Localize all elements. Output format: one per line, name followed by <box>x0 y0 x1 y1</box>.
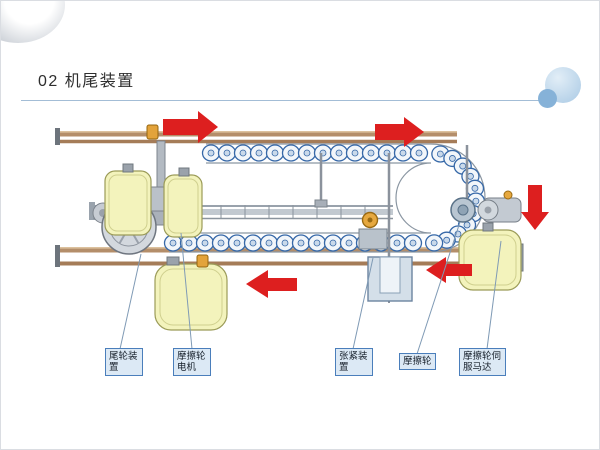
conveyor-chain <box>163 143 486 253</box>
callout-label-tension-device: 张紧装置 <box>335 348 373 376</box>
rail-fittings <box>146 124 209 268</box>
friction-wheel <box>450 197 476 223</box>
hanger-bracket <box>156 140 166 188</box>
callout-label-friction-wheel: 摩擦轮 <box>399 353 436 370</box>
servo-motor <box>477 190 522 223</box>
decor-circle-small <box>538 89 557 108</box>
flow-arrow-bottom-center-left <box>246 270 297 298</box>
flow-arrow-top-left-right <box>163 111 218 143</box>
covers <box>104 163 522 331</box>
header-rule <box>21 100 545 101</box>
cover-right <box>458 229 522 291</box>
callout-lines <box>119 221 502 355</box>
flow-arrows <box>163 111 549 298</box>
cover-left <box>104 170 152 236</box>
slide-title: 02 机尾装置 <box>38 73 135 90</box>
chain-rollers <box>163 144 486 252</box>
cover-bottom <box>154 263 228 331</box>
flow-arrow-top-right-right <box>375 117 424 147</box>
callout-label-tail-wheel-device: 尾轮装置 <box>105 348 143 376</box>
flow-arrow-bottom-right-left <box>426 257 472 283</box>
callout-label-friction-wheel-servo: 摩擦轮伺服马达 <box>459 348 506 376</box>
cover-left-2 <box>163 174 203 238</box>
flow-arrow-right-down <box>521 185 549 230</box>
callout-label-friction-wheel-motor: 摩擦轮电机 <box>173 348 211 376</box>
